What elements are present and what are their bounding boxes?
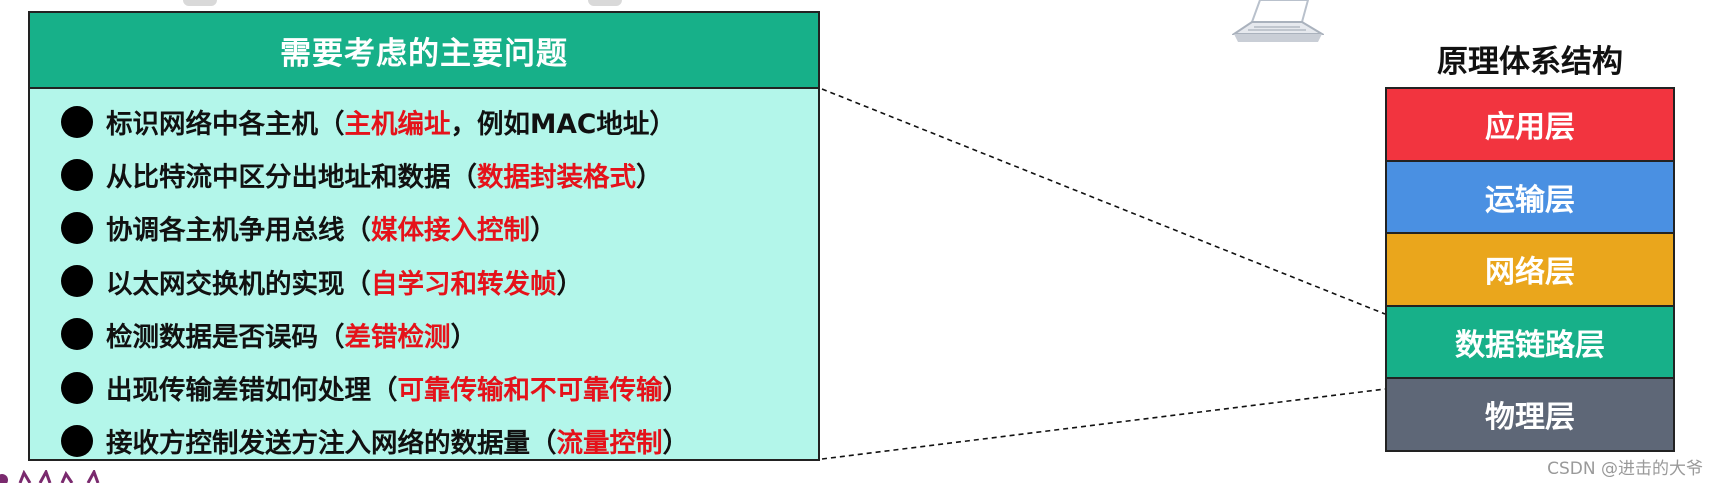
issue-item: 接收方控制发送方注入网络的数据量（流量控制） (30, 414, 818, 467)
issue-item: 检测数据是否误码（差错检测） (30, 308, 818, 361)
open-paren: （ (344, 215, 372, 247)
issues-header: 需要考虑的主要问题 (30, 13, 818, 89)
issue-item: 协调各主机争用总线（媒体接入控制） (30, 201, 818, 254)
issue-text: 出现传输差错如何处理 (106, 375, 371, 407)
laptop-icon (1232, 0, 1324, 42)
bullet-icon (61, 318, 93, 351)
watermark: CSDN @进击的大爷 (1547, 459, 1703, 479)
issue-item: 标识网络中各主机（主机编址，例如MAC地址） (30, 95, 818, 148)
close-paren: ） (662, 428, 690, 460)
issues-panel: 需要考虑的主要问题 标识网络中各主机（主机编址，例如MAC地址）从比特流中区分出… (28, 11, 820, 461)
bullet-icon (61, 371, 93, 404)
issue-item: 出现传输差错如何处理（可靠传输和不可靠传输） (30, 361, 818, 414)
issue-text: 协调各主机争用总线 (106, 215, 345, 247)
close-paren: ） (649, 109, 676, 141)
close-paren: ） (556, 268, 584, 300)
layer-block: 运输层 (1385, 159, 1675, 234)
bullet-icon (61, 424, 93, 457)
close-paren: ） (662, 375, 690, 407)
open-paren: （ (318, 109, 345, 141)
bullet-icon (61, 158, 93, 191)
issue-text: 接收方控制发送方注入网络的数据量 (106, 428, 530, 460)
issue-keyword: 自学习和转发帧 (371, 268, 557, 300)
close-paren: ） (450, 321, 478, 353)
issue-keyword: 媒体接入控制 (371, 215, 530, 247)
layer-stack: 应用层运输层网络层数据链路层物理层 (1385, 87, 1675, 452)
issue-item: 从比特流中区分出地址和数据（数据封装格式） (30, 148, 818, 201)
close-paren: ） (530, 215, 557, 247)
open-paren: （ (450, 162, 478, 194)
issue-text: 从比特流中区分出地址和数据 (106, 162, 451, 194)
issue-keyword: 流量控制 (556, 428, 663, 460)
connector-top (821, 88, 1386, 315)
top-decoration-right (588, 0, 622, 6)
architecture-title: 原理体系结构 (1437, 44, 1623, 80)
issue-item: 以太网交换机的实现（自学习和转发帧） (30, 255, 818, 308)
issue-text: 标识网络中各主机 (106, 109, 318, 141)
bullet-icon (61, 211, 93, 244)
issue-keyword: 可靠传输和不可靠传输 (397, 375, 663, 407)
issue-keyword: 主机编址 (344, 109, 451, 141)
open-paren: （ (344, 268, 372, 300)
open-paren: （ (371, 375, 398, 407)
issue-keyword: 差错检测 (344, 321, 451, 353)
open-paren: （ (318, 321, 345, 353)
logo-fragment (0, 470, 100, 483)
bullet-icon (61, 265, 93, 298)
open-paren: （ (530, 428, 557, 460)
layer-block: 数据链路层 (1385, 304, 1675, 379)
bullet-icon (61, 105, 93, 138)
issue-text: 以太网交换机的实现 (106, 268, 345, 300)
issue-keyword: 数据封装格式 (477, 162, 636, 194)
top-decoration-left (183, 0, 217, 6)
issues-list: 标识网络中各主机（主机编址，例如MAC地址）从比特流中区分出地址和数据（数据封装… (30, 89, 818, 467)
close-paren: ） (636, 162, 663, 194)
layer-block: 网络层 (1385, 232, 1675, 307)
issue-note: ，例如MAC地址 (450, 109, 650, 141)
issue-text: 检测数据是否误码 (106, 321, 318, 353)
layer-block: 应用层 (1385, 87, 1675, 162)
connector-bottom (821, 388, 1386, 460)
layer-block: 物理层 (1385, 377, 1675, 452)
